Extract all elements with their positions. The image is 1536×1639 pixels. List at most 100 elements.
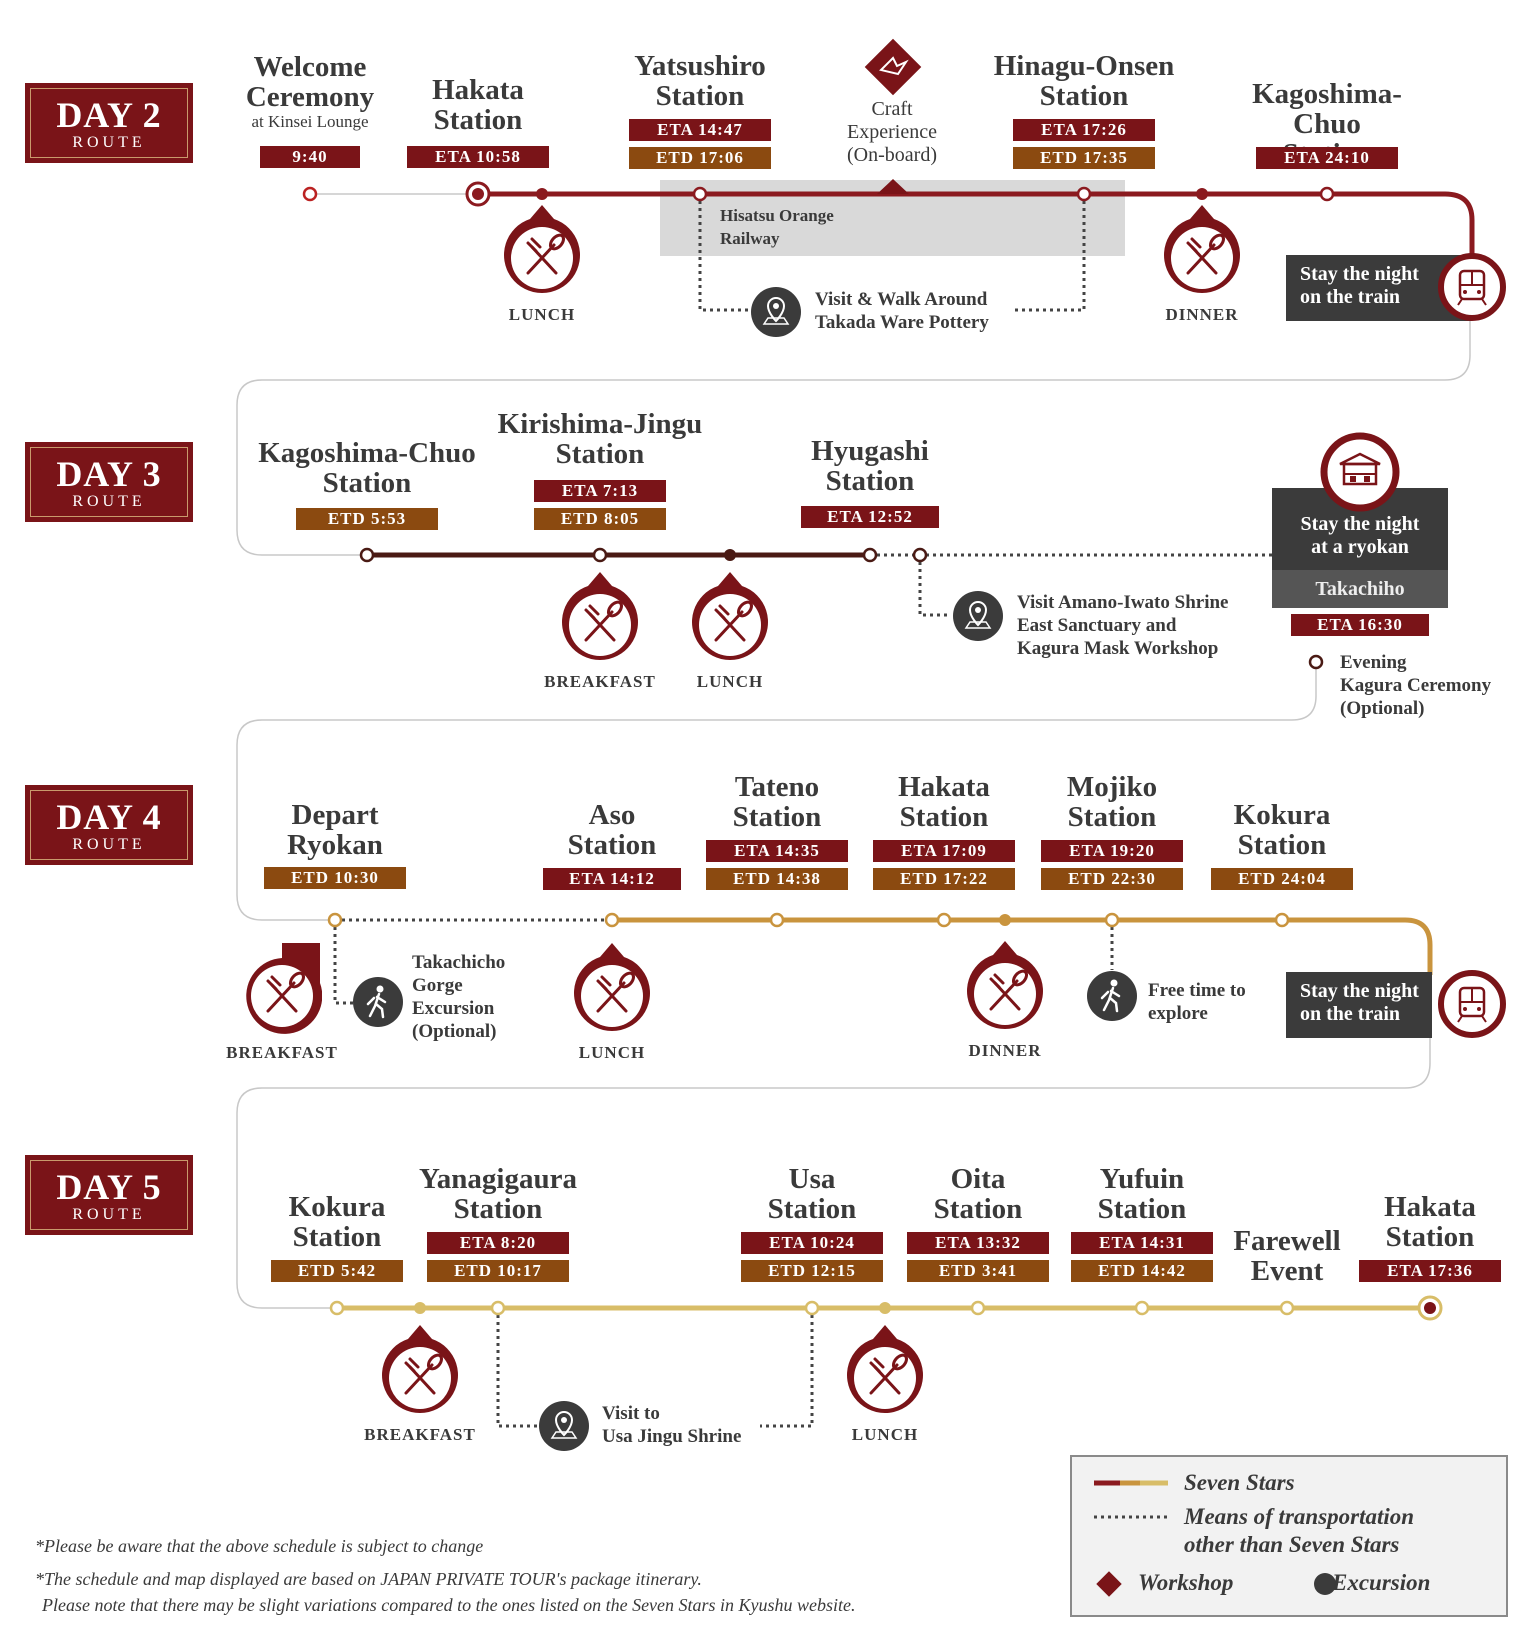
meal-label: BREAKFAST xyxy=(226,1043,338,1062)
day-connectors xyxy=(236,193,1471,1309)
day3-track xyxy=(359,547,1324,670)
stay-ryokan: Stay the night at a ryokan Takachiho xyxy=(1272,488,1448,608)
etd-badge: ETD 3:41 xyxy=(907,1260,1049,1282)
eta-badge: ETA 16:30 xyxy=(1291,614,1429,636)
etd-badge: ETD 10:30 xyxy=(264,867,406,889)
meal-label: DINNER xyxy=(968,1041,1042,1060)
stop-name: Welcome Ceremony xyxy=(245,51,375,113)
meal-lunch: LUNCH xyxy=(477,205,607,325)
lunch-icon xyxy=(574,943,650,1032)
station-kagoshima-chuo: Kagoshima-Chuo Station xyxy=(258,437,476,499)
excursion-pin-icon xyxy=(539,1401,589,1451)
excursion-dot-icon xyxy=(1314,1573,1336,1595)
meal-label: DINNER xyxy=(1165,305,1239,324)
route-label: ROUTE xyxy=(72,493,146,510)
meal-label: LUNCH xyxy=(508,305,576,324)
eta-badge: ETA 17:36 xyxy=(1359,1260,1501,1282)
eta-badge: ETA 17:09 xyxy=(873,840,1015,862)
station-yufuin: Yufuin Station xyxy=(1097,1163,1187,1225)
evening-kagura-ceremony: Evening Kagura Ceremony (Optional) xyxy=(1340,652,1492,719)
day-number: DAY 5 xyxy=(56,1167,162,1207)
station-hakata: Hakata Station xyxy=(432,74,524,136)
excursion-pin-icon xyxy=(953,591,1003,641)
eta-badge: ETA 7:13 xyxy=(534,480,666,502)
etd-badge: ETD 8:05 xyxy=(534,508,666,530)
meal-dinner: DINNER xyxy=(1137,205,1267,325)
footnote-variations: Please note that there may be slight var… xyxy=(42,1595,856,1615)
lunch-icon xyxy=(847,1325,923,1414)
craft-experience: Craft Experience (On-board) xyxy=(847,98,937,166)
stay-train-day4: Stay the night on the train xyxy=(1286,972,1432,1038)
breakfast-icon xyxy=(562,572,638,661)
etd-badge: ETD 10:17 xyxy=(427,1260,569,1282)
day4-track xyxy=(327,912,1433,1005)
eta-badge: ETA 14:12 xyxy=(543,868,681,890)
eta-badge: ETA 8:20 xyxy=(427,1232,569,1254)
excursion-pin-icon xyxy=(751,287,801,337)
legend-workshop: Workshop xyxy=(1138,1570,1234,1595)
workshop-diamond-icon xyxy=(1096,1571,1122,1597)
meal-breakfast: BREAKFAST xyxy=(217,943,347,1063)
station-usa: Usa Station xyxy=(767,1163,857,1225)
etd-badge: ETD 5:53 xyxy=(296,508,438,530)
station-kokura: Kokura Station xyxy=(288,1191,386,1253)
day5-track xyxy=(329,1295,1443,1428)
footnote-schedule-change: *Please be aware that the above schedule… xyxy=(35,1536,484,1556)
day-number: DAY 4 xyxy=(56,797,162,837)
station-oita: Oita Station xyxy=(933,1163,1023,1225)
walking-icon xyxy=(1087,971,1137,1021)
dinner-icon xyxy=(1164,205,1240,294)
dinner-icon xyxy=(967,941,1043,1030)
eta-badge: ETA 14:47 xyxy=(629,119,771,141)
eta-badge: ETA 14:31 xyxy=(1071,1232,1213,1254)
eta-badge: ETA 17:26 xyxy=(1013,119,1155,141)
train-icon xyxy=(1438,970,1506,1038)
meal-dinner: DINNER xyxy=(940,941,1070,1061)
meal-lunch: LUNCH xyxy=(820,1325,950,1445)
eta-badge: ETA 13:32 xyxy=(907,1232,1049,1254)
eta-badge: ETA 10:24 xyxy=(741,1232,883,1254)
station-yanagigaura: Yanagigaura Station xyxy=(419,1163,577,1225)
meal-label: LUNCH xyxy=(696,672,764,691)
etd-badge: ETD 12:15 xyxy=(741,1260,883,1282)
eta-badge: ETA 10:58 xyxy=(407,146,549,168)
day-number: DAY 3 xyxy=(56,454,162,494)
route-label: ROUTE xyxy=(72,836,146,853)
stay-train-day2: Stay the night on the train xyxy=(1286,255,1472,321)
breakfast-icon xyxy=(246,943,323,1034)
etd-badge: ETD 17:22 xyxy=(873,868,1015,890)
hiking-icon xyxy=(353,977,403,1027)
lunch-icon xyxy=(504,205,580,294)
station-yatsushiro: Yatsushiro Station xyxy=(634,50,766,112)
meal-label: LUNCH xyxy=(851,1425,919,1444)
meal-breakfast: BREAKFAST xyxy=(355,1325,485,1445)
etd-badge: ETD 14:42 xyxy=(1071,1260,1213,1282)
station-hakata: Hakata Station xyxy=(898,771,990,833)
station-kokura: Kokura Station xyxy=(1233,799,1331,861)
legend-seven-stars: Seven Stars xyxy=(1184,1470,1295,1495)
footnote-itinerary: *The schedule and map displayed are base… xyxy=(35,1569,702,1589)
day-number: DAY 2 xyxy=(56,95,162,135)
meal-label: BREAKFAST xyxy=(364,1425,476,1444)
station-hyugashi: Hyugashi Station xyxy=(811,435,929,497)
station-tateno: Tateno Station xyxy=(732,771,822,833)
eta-badge: ETA 14:35 xyxy=(706,840,848,862)
meal-label: LUNCH xyxy=(578,1043,646,1062)
free-time: Free time to explore xyxy=(1148,980,1246,1024)
meal-label: BREAKFAST xyxy=(544,672,656,691)
excursion-amano-iwato: Visit Amano-Iwato Shrine East Sanctuary … xyxy=(1017,592,1229,659)
station-aso: Aso Station xyxy=(567,799,657,861)
takachicho-gorge-excursion: Takachicho Gorge Excursion (Optional) xyxy=(412,952,506,1042)
etd-badge: ETD 24:04 xyxy=(1211,868,1353,890)
etd-badge: ETD 5:42 xyxy=(271,1260,403,1282)
meal-lunch: LUNCH xyxy=(547,943,677,1063)
legend-swatches xyxy=(1094,1480,1168,1519)
meal-lunch: LUNCH xyxy=(665,572,795,692)
train-icon xyxy=(1438,253,1506,321)
